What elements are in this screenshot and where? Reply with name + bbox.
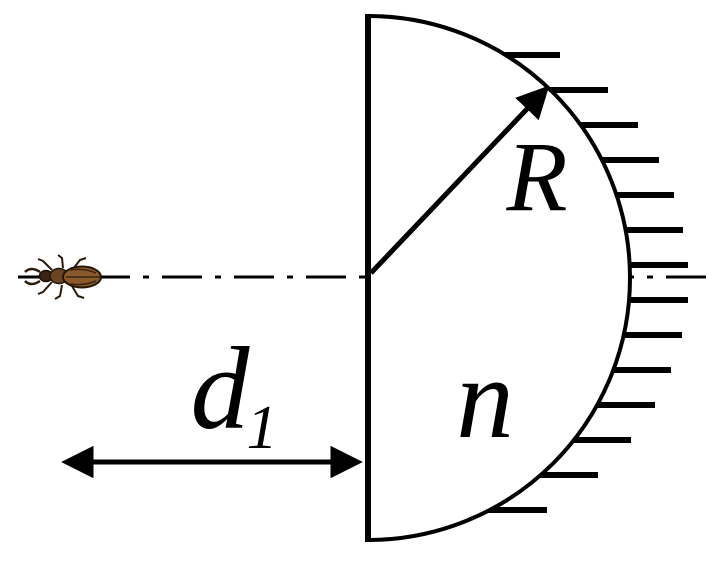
lens-curved-surface (367, 14, 632, 542)
distance-subscript: 1 (247, 394, 278, 462)
beetle-icon (24, 254, 102, 300)
distance-label: d (191, 323, 251, 454)
refractive-index-label: n (456, 335, 514, 462)
radius-label: R (505, 121, 567, 232)
radius-arrow (369, 85, 550, 275)
hatch-marks (485, 52, 688, 513)
